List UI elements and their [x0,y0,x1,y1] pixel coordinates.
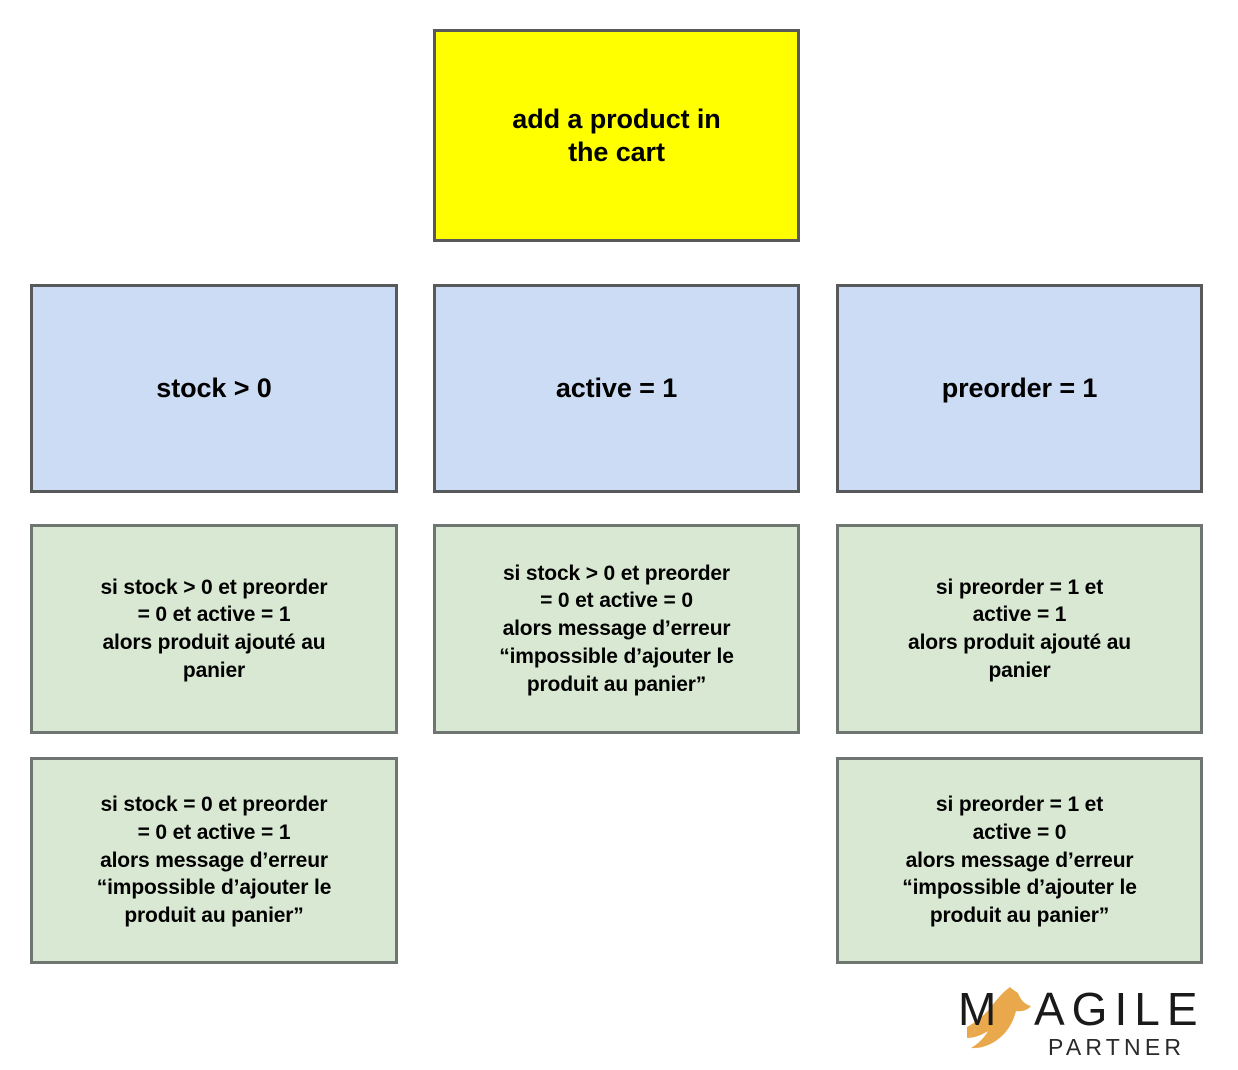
rule-box-stock-1: si stock > 0 et preorder = 0 et active =… [30,524,398,734]
rule-box-stock-2: si stock = 0 et preorder = 0 et active =… [30,757,398,964]
logo-letter-m: M [958,983,997,1035]
swoosh-tail-icon [967,1024,978,1038]
condition-box-preorder: preorder = 1 [836,284,1203,493]
logo-svg: M AGILE PARTNER [958,983,1205,1060]
rule-box-preorder-1: si preorder = 1 et active = 1 alors prod… [836,524,1203,734]
my-agile-partner-logo: M AGILE PARTNER [958,983,1210,1061]
logo-word-agile: AGILE [1034,983,1205,1035]
condition-box-stock: stock > 0 [30,284,398,493]
rule-box-preorder-2: si preorder = 1 et active = 0 alors mess… [836,757,1203,964]
rule-box-active-1: si stock > 0 et preorder = 0 et active =… [433,524,800,734]
condition-box-active: active = 1 [433,284,800,493]
swoosh-icon [967,987,1031,1049]
logo-word-partner: PARTNER [1048,1034,1185,1060]
title-box-add-product: add a product in the cart [433,29,800,242]
